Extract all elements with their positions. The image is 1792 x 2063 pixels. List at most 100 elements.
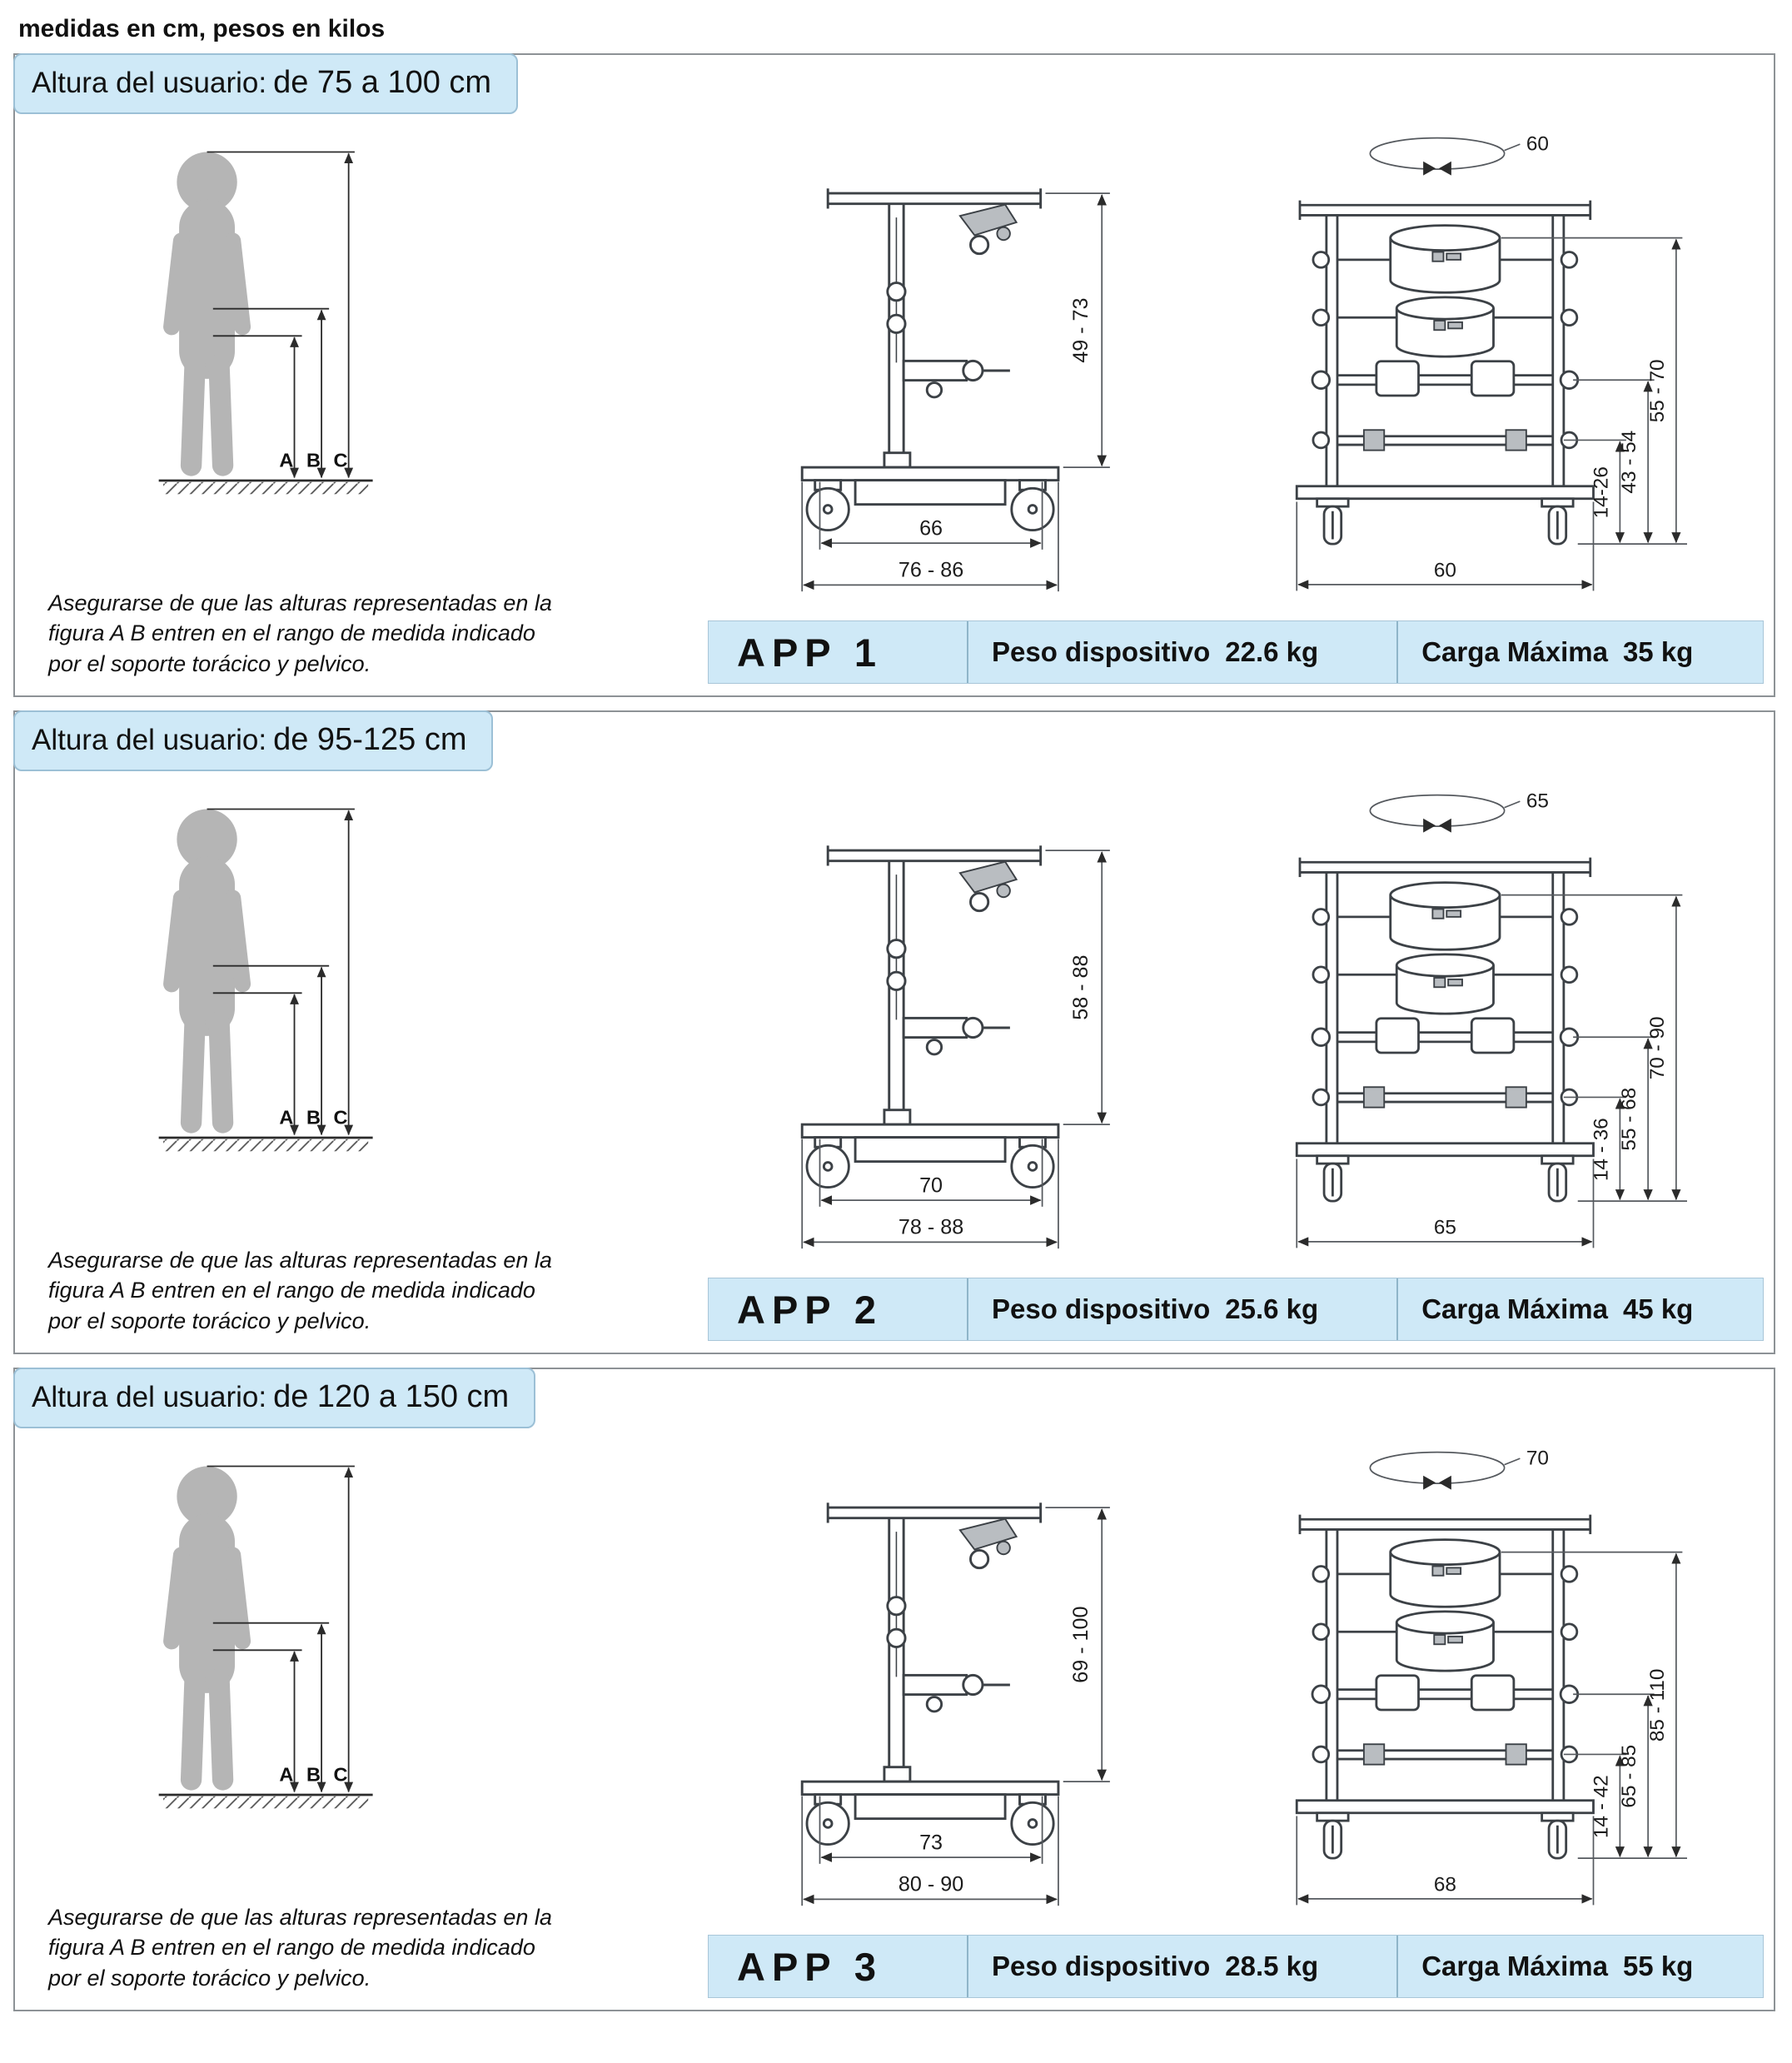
dim-standing-height: 69 - 100 (1069, 1606, 1093, 1682)
side-view-drawing: 69 - 100 73 80 - 90 (800, 1502, 1110, 1906)
app-name: APP 2 (737, 1287, 883, 1332)
front-view-drawing: 60 (1295, 133, 1687, 591)
front-view-dimensions: 14 - 42 65 - 85 85 - 110 68 (1296, 1551, 1687, 1906)
figure-note: Asegurarse de que las alturas representa… (48, 590, 552, 676)
height-measure-lines: A B C (207, 151, 355, 479)
side-view-frame (800, 1502, 1060, 1846)
front-view-frame: 60 (1295, 133, 1595, 546)
measure-label-b: B (306, 1107, 321, 1129)
dim-support-range: 70 - 90 (1646, 1016, 1669, 1079)
dim-overall-length: 80 - 90 (898, 1873, 963, 1896)
front-view-drawing: 65 (1295, 790, 1687, 1248)
max-load-label: Carga Máxima (1421, 636, 1608, 667)
device-weight-label: Peso dispositivo (992, 1293, 1211, 1324)
dim-overall-length: 76 - 86 (898, 559, 963, 582)
max-load-value: 45 kg (1622, 1293, 1694, 1324)
measure-label-c: C (334, 450, 348, 471)
user-height-label: Altura del usuario: (32, 724, 267, 756)
spec-bar: APP 1 Peso dispositivo 22.6 kg Carga Máx… (708, 620, 1764, 684)
dim-tray-rotation: 60 (1526, 133, 1549, 156)
device-weight-value: 22.6 kg (1225, 636, 1319, 667)
max-load-value: 35 kg (1622, 636, 1694, 667)
spec-bar: APP 3 Peso dispositivo 28.5 kg Carga Máx… (708, 1935, 1764, 1998)
units-note: medidas en cm, pesos en kilos (18, 15, 386, 42)
dim-standing-height: 58 - 88 (1069, 954, 1093, 1019)
dim-support-range: 85 - 110 (1646, 1669, 1669, 1742)
dim-overall-length: 78 - 88 (898, 1216, 963, 1239)
max-load: Carga Máxima 45 kg (1396, 1278, 1763, 1340)
measure-label-b: B (306, 1764, 321, 1786)
device-weight-value: 28.5 kg (1225, 1951, 1319, 1981)
app-name: APP 3 (737, 1944, 883, 1989)
device-weight-label: Peso dispositivo (992, 636, 1211, 667)
child-figure-svg: A B C (158, 808, 373, 1152)
child-figure: A B C (25, 117, 708, 514)
section-app3: Altura del usuario:de 120 a 150 cm (13, 1368, 1775, 2011)
dim-base-width: 60 (1434, 560, 1456, 582)
section-app1: Altura del usuario:de 75 a 100 cm (13, 53, 1775, 697)
front-view-frame: 70 (1295, 1448, 1595, 1860)
user-height-header: Altura del usuario:de 120 a 150 cm (13, 1368, 536, 1428)
figure-note: Asegurarse de que las alturas representa… (48, 1247, 552, 1333)
max-load-value: 55 kg (1622, 1951, 1694, 1981)
dim-base-width: 65 (1434, 1217, 1456, 1239)
dim-thoracic-range: 55 - 68 (1618, 1088, 1640, 1151)
max-load: Carga Máxima 55 kg (1396, 1936, 1763, 1997)
dim-standing-height: 49 - 73 (1069, 297, 1093, 362)
dim-thoracic-range: 65 - 85 (1618, 1745, 1640, 1808)
device-weight-label: Peso dispositivo (992, 1951, 1211, 1981)
side-view-dimensions: 58 - 88 70 78 - 88 (801, 850, 1110, 1249)
technical-drawings: 69 - 100 73 80 - 90 (708, 1432, 1764, 1935)
child-silhouette (163, 809, 251, 1134)
dim-base-length: 66 (919, 516, 943, 540)
child-figure: A B C (25, 775, 708, 1171)
dim-tray-rotation: 65 (1526, 790, 1549, 813)
measure-label-a: A (279, 450, 293, 471)
ground (158, 1136, 373, 1152)
dim-support-range: 55 - 70 (1646, 359, 1669, 422)
measure-label-b: B (306, 450, 321, 471)
user-height-label: Altura del usuario: (32, 1381, 267, 1413)
dim-tray-rotation: 70 (1526, 1448, 1549, 1470)
user-height-value: de 95-125 cm (273, 722, 467, 757)
side-view-drawing: 49 - 73 66 76 - 86 (800, 188, 1110, 592)
front-view-drawing: 70 (1295, 1448, 1687, 1906)
measure-label-a: A (279, 1107, 293, 1129)
front-view-frame: 65 (1295, 790, 1595, 1203)
child-figure-svg: A B C (158, 151, 373, 495)
child-figure: A B C (25, 1432, 708, 1828)
device-weight-value: 25.6 kg (1225, 1293, 1319, 1324)
front-view-dimensions: 14 - 36 55 - 68 70 - 90 65 (1296, 894, 1687, 1248)
dim-thoracic-range: 43 - 54 (1618, 431, 1640, 494)
user-height-header: Altura del usuario:de 95-125 cm (13, 710, 494, 771)
child-figure-svg: A B C (158, 1465, 373, 1809)
user-height-header: Altura del usuario:de 75 a 100 cm (13, 53, 519, 114)
side-view-drawing: 58 - 88 70 78 - 88 (800, 845, 1110, 1249)
side-view-frame (800, 845, 1060, 1189)
section-app2: Altura del usuario:de 95-125 cm (13, 710, 1775, 1354)
child-silhouette (163, 1466, 251, 1791)
max-load: Carga Máxima 35 kg (1396, 621, 1763, 683)
technical-drawings: 49 - 73 66 76 - 86 (708, 117, 1764, 620)
height-measure-lines: A B C (207, 1465, 355, 1793)
user-height-value: de 120 a 150 cm (273, 1379, 510, 1414)
device-weight: Peso dispositivo 22.6 kg (967, 621, 1396, 683)
measure-label-c: C (334, 1764, 348, 1786)
measure-label-c: C (334, 1107, 348, 1129)
dim-base-length: 73 (919, 1831, 943, 1854)
user-height-value: de 75 a 100 cm (273, 65, 492, 100)
max-load-label: Carga Máxima (1421, 1951, 1608, 1981)
device-weight: Peso dispositivo 25.6 kg (967, 1278, 1396, 1340)
device-weight: Peso dispositivo 28.5 kg (967, 1936, 1396, 1997)
max-load-label: Carga Máxima (1421, 1293, 1608, 1324)
spec-bar: APP 2 Peso dispositivo 25.6 kg Carga Máx… (708, 1278, 1764, 1341)
side-view-dimensions: 49 - 73 66 76 - 86 (801, 192, 1110, 592)
dim-base-length: 70 (919, 1174, 943, 1197)
child-silhouette (163, 152, 251, 476)
measure-label-a: A (279, 1764, 293, 1786)
dim-base-width: 68 (1434, 1874, 1456, 1896)
figure-note: Asegurarse de que las alturas representa… (48, 1904, 552, 1991)
height-measure-lines: A B C (207, 808, 355, 1136)
side-view-dimensions: 69 - 100 73 80 - 90 (801, 1507, 1110, 1906)
